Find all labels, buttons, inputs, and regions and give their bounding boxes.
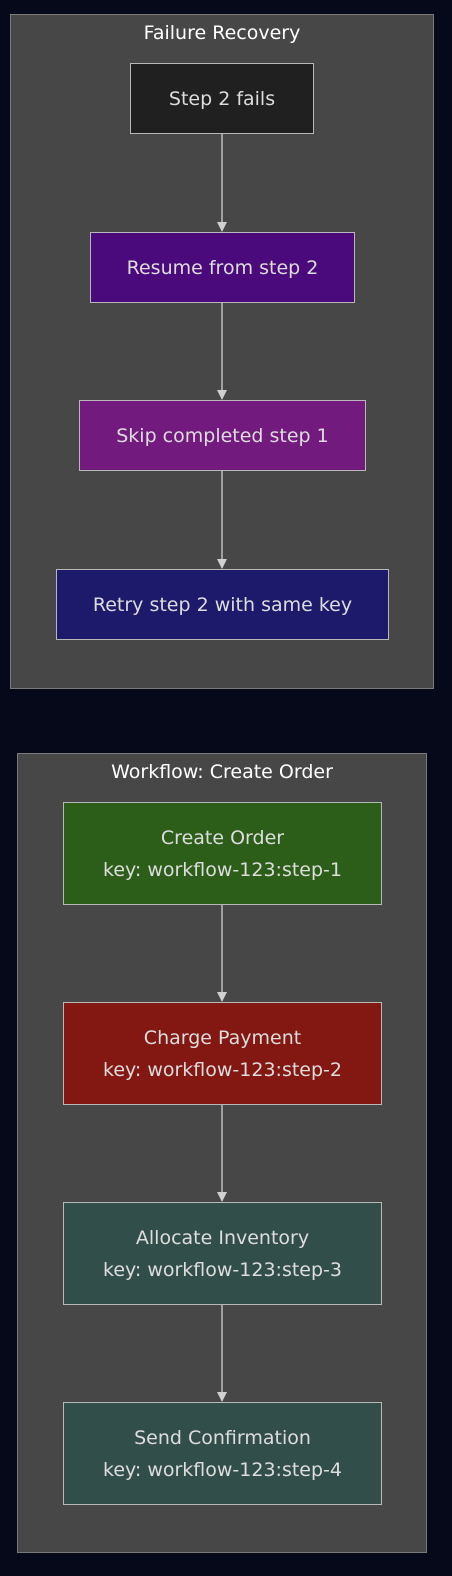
node-key: key: workflow-123:step-3	[103, 1258, 342, 1281]
send-confirmation-node: Send Confirmation key: workflow-123:step…	[63, 1402, 382, 1505]
node-key: key: workflow-123:step-1	[103, 858, 342, 881]
node-label: Allocate Inventory	[135, 1226, 310, 1249]
node-label: Skip completed step 1	[116, 424, 329, 447]
workflow-title: Workflow: Create Order	[111, 761, 333, 783]
failure-recovery-title: Failure Recovery	[143, 22, 301, 44]
node-key: key: workflow-123:step-2	[103, 1058, 342, 1081]
node-key: key: workflow-123:step-4	[103, 1458, 342, 1481]
step-2-fails-node: Step 2 fails	[130, 63, 314, 134]
node-label: Resume from step 2	[126, 256, 319, 279]
node-label: Step 2 fails	[168, 87, 276, 110]
resume-from-step-2-node: Resume from step 2	[90, 232, 355, 303]
create-order-node: Create Order key: workflow-123:step-1	[63, 802, 382, 905]
node-label: Send Confirmation	[134, 1426, 311, 1449]
skip-completed-step-1-node: Skip completed step 1	[79, 400, 366, 471]
allocate-inventory-node: Allocate Inventory key: workflow-123:ste…	[63, 1202, 382, 1305]
charge-payment-node: Charge Payment key: workflow-123:step-2	[63, 1002, 382, 1105]
node-label: Retry step 2 with same key	[92, 593, 353, 616]
retry-step-2-node: Retry step 2 with same key	[56, 569, 389, 640]
node-label: Charge Payment	[143, 1026, 302, 1049]
node-label: Create Order	[160, 826, 285, 849]
